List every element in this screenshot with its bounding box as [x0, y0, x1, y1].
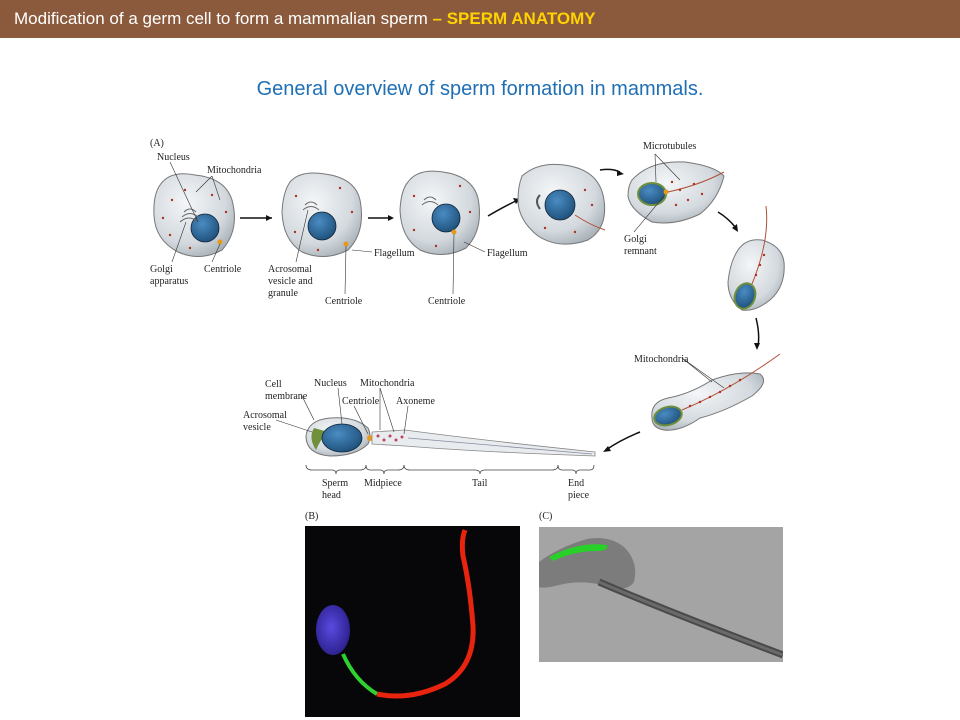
label-golgi-apparatus: apparatus: [150, 276, 188, 287]
label-nucleus: Nucleus: [157, 152, 190, 163]
label-end-piece: End: [568, 478, 584, 489]
cell-stage-5: [627, 161, 725, 224]
label-acrosomal-vesicle-2: vesicle: [243, 422, 271, 433]
label-golgi-remnant-2: remnant: [624, 246, 657, 257]
header-title: Modification of a germ cell to form a ma…: [14, 9, 428, 28]
label-golgi-remnant: Golgi: [624, 234, 647, 245]
label-tail: Tail: [472, 478, 488, 489]
label-acrosomal-vesicle: vesicle and: [268, 276, 313, 287]
label-sperm-head: Sperm: [322, 478, 348, 489]
midpiece-green: [341, 653, 379, 696]
cell-stage-2: [281, 172, 362, 257]
tail-red: [376, 529, 476, 699]
electron-micrograph: [539, 527, 783, 662]
label-mitochondria-3: Mitochondria: [360, 378, 415, 389]
sperm-head-blue: [316, 605, 350, 655]
label-end-piece-2: piece: [568, 490, 590, 501]
label-golgi: Golgi: [150, 264, 173, 275]
cell-stage-7: [651, 353, 781, 431]
label-nucleus-2: Nucleus: [314, 378, 347, 389]
label-microtubules: Microtubules: [643, 141, 696, 152]
panel-b-label: (B): [305, 511, 318, 522]
mature-sperm: [305, 417, 596, 457]
slide-subtitle: General overview of sperm formation in m…: [256, 78, 704, 100]
micrograph-image: [539, 538, 783, 659]
label-centriole-2: Centriole: [325, 296, 363, 307]
label-flagellum: Flagellum: [374, 248, 415, 259]
label-axoneme: Axoneme: [396, 396, 435, 407]
label-flagellum-2: Flagellum: [487, 248, 528, 259]
label-centriole-4: Centriole: [342, 396, 380, 407]
segment-brackets: [305, 464, 595, 475]
cell-stage-4: [517, 163, 606, 245]
label-midpiece: Midpiece: [364, 478, 402, 489]
label-acrosomal-2: Acrosomal: [243, 410, 287, 421]
label-acrosomal: Acrosomal: [268, 264, 312, 275]
label-acrosomal-granule: granule: [268, 288, 299, 299]
panel-c-label: (C): [539, 511, 552, 522]
cell-stage-1: [153, 173, 235, 257]
acrosome-green: [549, 544, 608, 561]
fluorescence-micrograph: [305, 526, 520, 717]
header-highlight: SPERM ANATOMY: [446, 9, 596, 28]
label-mitochondria-2: Mitochondria: [634, 354, 689, 365]
leader-lines: [169, 153, 725, 435]
label-centriole-3: Centriole: [428, 296, 466, 307]
label-cell-membrane: membrane: [265, 391, 308, 402]
header-separator: –: [427, 9, 447, 28]
fluorescence-image: [316, 529, 476, 699]
slide-header: Modification of a germ cell to form a ma…: [0, 0, 960, 38]
panel-a-label: (A): [150, 138, 164, 149]
label-mitochondria: Mitochondria: [207, 165, 262, 176]
label-centriole: Centriole: [204, 264, 242, 275]
label-cell: Cell: [265, 379, 282, 390]
cell-stage-3: [399, 170, 480, 255]
cell-stage-6: [727, 205, 785, 311]
label-sperm-head-2: head: [322, 490, 341, 501]
